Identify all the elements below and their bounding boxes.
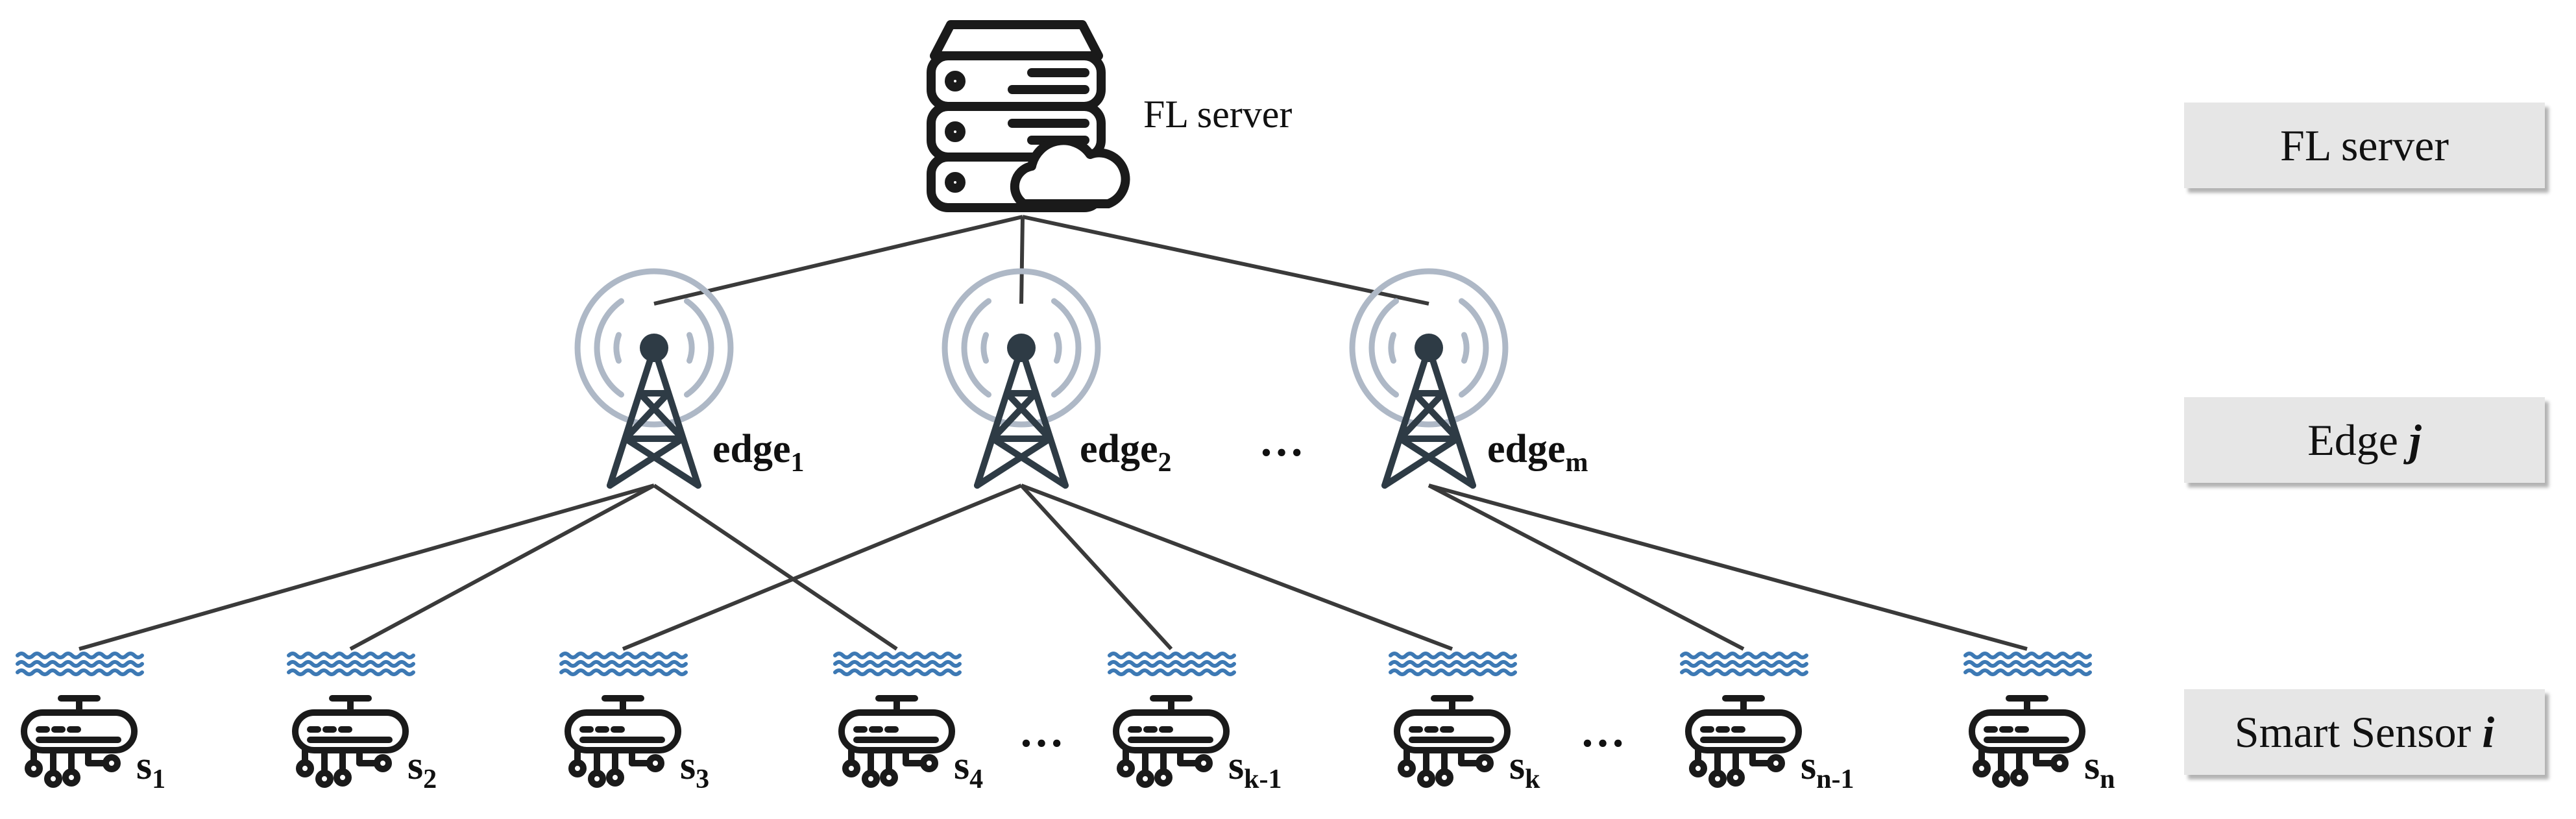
underwater-sensor-icon xyxy=(1969,695,2085,788)
sensor-label-sub: n-1 xyxy=(1816,764,1854,794)
sensor-label-sub: n xyxy=(2100,764,2115,794)
level-label-sensor: Smart Sensor i xyxy=(2184,689,2545,775)
sensor-label: s4 xyxy=(954,744,983,794)
sensor-label: sk-1 xyxy=(1228,744,1282,794)
sensor-ellipsis-1: … xyxy=(1019,707,1064,757)
cell-tower-icon xyxy=(1349,268,1509,489)
sensor-node: s1 xyxy=(16,652,165,794)
water-waves-icon xyxy=(1108,652,1236,676)
water-waves-icon xyxy=(1963,652,2092,676)
sensor-node: sn-1 xyxy=(1680,652,1854,794)
server-cloud-icon xyxy=(927,20,1130,212)
sensor-label-name: s xyxy=(1801,744,1816,788)
edge-ellipsis: … xyxy=(1259,416,1304,466)
edge-sensor-link xyxy=(622,483,1023,651)
edge-label-sub: 2 xyxy=(1158,448,1172,478)
server-label: FL server xyxy=(1143,93,1292,136)
water-waves-icon xyxy=(833,652,962,676)
sensor-node: sn xyxy=(1963,652,2115,794)
edge-label: edgem xyxy=(1487,427,1588,478)
connection-lines xyxy=(79,215,2028,651)
sensor-label-name: s xyxy=(1509,744,1525,788)
edge-label-name: edge xyxy=(712,427,791,471)
sensor-label-sub: 4 xyxy=(969,764,983,794)
edge-label-name: edge xyxy=(1080,427,1158,471)
sensor-node: s3 xyxy=(559,652,709,794)
sensor-label-sub: 1 xyxy=(152,764,165,794)
water-waves-icon xyxy=(1680,652,1808,676)
sensor-label: sn xyxy=(2084,744,2115,794)
edge-label-sub: 1 xyxy=(791,448,805,478)
sensor-label: s2 xyxy=(407,744,437,794)
underwater-sensor-icon xyxy=(292,695,409,788)
level-label-server: FL server xyxy=(2184,103,2545,188)
server-edge-link xyxy=(1019,216,1025,304)
sensor-label-name: s xyxy=(2084,744,2100,788)
cell-tower-icon xyxy=(942,268,1101,489)
sensor-label: s3 xyxy=(680,744,709,794)
server-edge-link xyxy=(1022,215,1429,306)
level-edge-text: Edge xyxy=(2307,415,2398,465)
sensor-label-sub: 2 xyxy=(423,764,437,794)
sensor-label: sk xyxy=(1509,744,1540,794)
edge-sensor-link xyxy=(653,483,898,651)
edge-sensor-link xyxy=(349,483,655,651)
edge-node: edge2 xyxy=(942,268,1172,489)
sensor-node: s4 xyxy=(833,652,983,794)
edge-sensor-link xyxy=(1019,483,1173,651)
underwater-sensor-icon xyxy=(21,695,138,788)
sensor-node: s2 xyxy=(287,652,437,794)
edge-node: edgem xyxy=(1349,268,1588,489)
level-server-text: FL server xyxy=(2280,120,2449,170)
edge-label: edge2 xyxy=(1080,427,1172,478)
level-sensor-text: Smart Sensor xyxy=(2234,707,2472,757)
edge-sensor-link xyxy=(79,483,655,651)
server-edge-link xyxy=(653,215,1023,306)
sensor-node: sk xyxy=(1389,652,1540,794)
water-waves-icon xyxy=(287,652,415,676)
sensor-label-name: s xyxy=(680,744,696,788)
sensor-label: s1 xyxy=(136,744,165,794)
sensor-label-name: s xyxy=(954,744,969,788)
sensor-label-sub: 3 xyxy=(696,764,709,794)
edge-label: edge1 xyxy=(712,427,805,478)
edge-sensor-link xyxy=(1428,483,2028,651)
level-edge-var: j xyxy=(2409,415,2422,465)
water-waves-icon xyxy=(1389,652,1517,676)
water-waves-icon xyxy=(559,652,688,676)
sensor-label: sn-1 xyxy=(1801,744,1854,794)
sensor-node: sk-1 xyxy=(1108,652,1282,794)
edge-label-sub: m xyxy=(1566,448,1588,478)
underwater-sensor-icon xyxy=(1113,695,1230,788)
water-waves-icon xyxy=(16,652,144,676)
sensor-label-sub: k xyxy=(1525,764,1540,794)
underwater-sensor-icon xyxy=(1685,695,1802,788)
edge-sensor-link xyxy=(1020,483,1453,651)
sensor-label-name: s xyxy=(1228,744,1244,788)
level-sensor-var: i xyxy=(2482,707,2495,757)
sensor-label-name: s xyxy=(407,744,423,788)
underwater-sensor-icon xyxy=(565,695,681,788)
edge-node: edge1 xyxy=(574,268,805,489)
edge-sensor-link xyxy=(1428,483,1745,651)
underwater-sensor-icon xyxy=(838,695,955,788)
sensor-label-sub: k-1 xyxy=(1244,764,1282,794)
underwater-sensor-icon xyxy=(1394,695,1511,788)
cell-tower-icon xyxy=(574,268,734,489)
level-label-edge: Edge j xyxy=(2184,397,2545,483)
sensor-label-name: s xyxy=(136,744,152,788)
sensor-ellipsis-2: … xyxy=(1580,707,1625,757)
edge-label-name: edge xyxy=(1487,427,1566,471)
